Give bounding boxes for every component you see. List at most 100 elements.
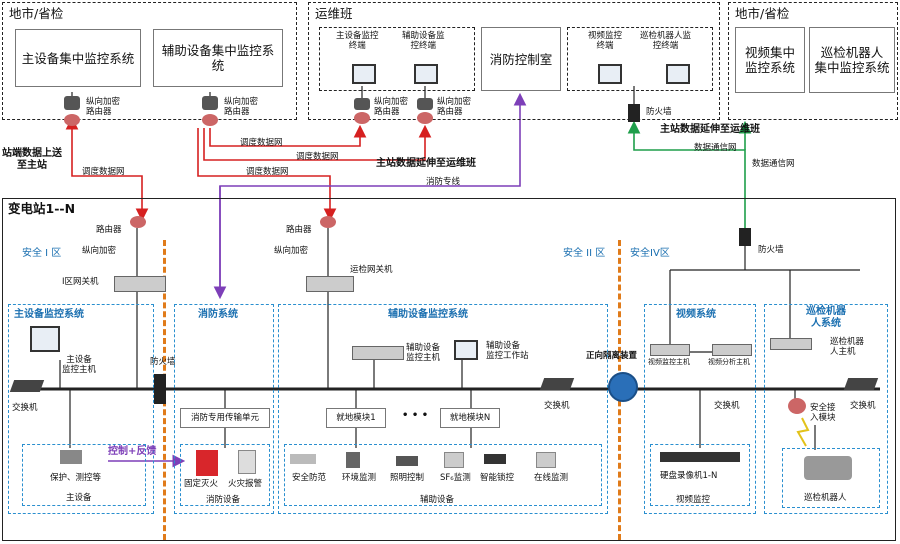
- dispatch-net-label-2: 调度数据网: [240, 138, 283, 148]
- aux-item-environment: 环境监测: [342, 473, 377, 483]
- video-footer: 视频监控: [676, 495, 711, 505]
- access-module-icon: [788, 398, 806, 414]
- router-icon: [320, 216, 336, 228]
- router-icon: [64, 114, 80, 126]
- fire-control-room-box: 消防控制室: [481, 27, 561, 91]
- gw1-label: I区网关机: [62, 277, 99, 287]
- robot-system-box: [764, 304, 888, 514]
- router-icon: [202, 96, 218, 110]
- top-right-region: 地市/省检 视频集中 监控系统 巡检机器人 集中监控系统: [728, 2, 898, 120]
- upload-label: 站端数据上送 至主站: [2, 148, 62, 171]
- video-central-monitor-label: 视频集中 监控系统: [744, 45, 795, 75]
- fire-sys-title: 消防系统: [198, 309, 238, 320]
- computer-icon: [454, 340, 478, 360]
- nvr-label: 硬盘录像机1-N: [660, 471, 718, 481]
- video-host2-label: 视频分析主机: [708, 358, 750, 366]
- fire-transfer-unit-label: 消防专用传输单元: [190, 412, 259, 423]
- video-terminals-box: [567, 27, 713, 91]
- aux-item-lighting: 照明控制: [390, 473, 425, 483]
- local-module-1: 就地模块1: [326, 408, 386, 428]
- fire-footer: 消防设备: [206, 495, 241, 505]
- fire-system-box: [174, 304, 274, 514]
- top-left-router2-label: 纵向加密 路由器: [224, 97, 259, 117]
- top-mid-region: 运维班 消防控制室: [308, 2, 720, 120]
- computer-icon: [414, 64, 438, 84]
- extend-ops-label-1: 主站数据延伸至运维班: [376, 158, 476, 169]
- video-sys-title: 视频系统: [676, 309, 716, 320]
- aux-station-label: 辅助设备 监控工作站: [486, 341, 529, 361]
- dispatch-net-label-3: 调度数据网: [296, 152, 339, 162]
- control-feedback-label: 控制+反馈: [108, 446, 157, 457]
- robot-sys-title: 巡检机器 人系统: [806, 306, 846, 329]
- aux-monitor-terminal-label: 辅助设备监 控终端: [402, 31, 445, 51]
- fire-alarm-label: 火灾报警: [228, 479, 263, 489]
- switch-icon: [539, 378, 575, 390]
- video-switch-label: 交换机: [714, 401, 740, 411]
- robot-box: [782, 448, 880, 508]
- aux-item-sf6: SF₆监测: [440, 473, 471, 483]
- video-central-monitor-box: 视频集中 监控系统: [735, 27, 805, 93]
- protect-label: 保护、测控等: [50, 473, 102, 483]
- robot-footer: 巡检机器人: [804, 493, 847, 503]
- server-icon: [650, 344, 690, 356]
- video-monitor-terminal-label: 视频监控 终端: [588, 31, 623, 51]
- dispatch-net-label-4: 调度数据网: [246, 167, 289, 177]
- isolation-label: 正向隔离装置: [586, 351, 638, 361]
- extinguisher-icon: [196, 450, 218, 476]
- video-host1-label: 视频监控主机: [648, 358, 690, 366]
- aux-item-online: 在线监测: [534, 473, 569, 483]
- top-left-region: 地市/省检 主设备集中监控系统 辅助设备集中监控系统: [2, 2, 297, 120]
- enc-a-label: 纵向加密: [82, 246, 117, 256]
- server-icon: [712, 344, 752, 356]
- ops-router2-label: 纵向加密 路由器: [437, 97, 472, 117]
- fire-ext-label: 固定灭火: [184, 479, 219, 489]
- nvr-box: [650, 444, 750, 506]
- firewall-mid-label: 防火墙: [150, 357, 176, 367]
- robot-icon: [804, 456, 852, 480]
- main-central-monitor-box: 主设备集中监控系统: [15, 29, 141, 87]
- ops-firewall-label: 防火墙: [646, 107, 672, 117]
- main-host-label: 主设备 监控主机: [62, 355, 97, 375]
- zone1-label: 安全 I 区: [22, 248, 62, 259]
- firewall-icon: [154, 374, 166, 404]
- robot-central-monitor-box: 巡检机器人 集中监控系统: [809, 27, 895, 93]
- firewall-icon: [739, 228, 751, 246]
- top-left-title: 地市/省检: [9, 6, 64, 21]
- security-device-icon: [290, 454, 316, 464]
- main-device-system-box: [8, 304, 154, 514]
- server-icon: [770, 338, 812, 350]
- aux-central-monitor-box: 辅助设备集中监控系统: [153, 29, 283, 87]
- computer-icon: [352, 64, 376, 84]
- environment-device-icon: [346, 452, 360, 468]
- alarm-icon: [238, 450, 256, 474]
- server-icon: [352, 346, 404, 360]
- video-system-box: [644, 304, 756, 514]
- access-module-label: 安全接 入模块: [810, 403, 836, 423]
- main-monitor-terminal-label: 主设备监控 终端: [336, 31, 379, 51]
- fire-transfer-unit: 消防专用传输单元: [180, 408, 270, 428]
- substation-title: 变电站1--N: [8, 201, 76, 216]
- fire-control-room-label: 消防控制室: [489, 51, 553, 67]
- gw2-label: 运检网关机: [350, 265, 393, 275]
- ops-terminals-box: [319, 27, 475, 91]
- aux-sys-title: 辅助设备监控系统: [388, 309, 468, 320]
- protect-box: [22, 444, 146, 506]
- main-central-monitor-label: 主设备集中监控系统: [21, 50, 135, 66]
- aux-device-box: [284, 444, 602, 506]
- router-a-label: 路由器: [96, 225, 122, 235]
- sf6-device-icon: [444, 452, 464, 468]
- local-module-n-label: 就地模块N: [449, 412, 491, 423]
- fire-device-box: [180, 444, 270, 506]
- device-icon: [60, 450, 82, 464]
- nvr-icon: [660, 452, 740, 462]
- local-module-n: 就地模块N: [440, 408, 500, 428]
- main-sys-title: 主设备监控系统: [14, 309, 84, 320]
- aux-host-label: 辅助设备 监控主机: [406, 343, 441, 363]
- robot-switch-label: 交换机: [850, 401, 876, 411]
- aux-central-monitor-label: 辅助设备集中监控系统: [161, 43, 275, 73]
- lock-device-icon: [484, 454, 506, 464]
- lighting-device-icon: [396, 456, 418, 466]
- fire-line-label: 消防专线: [426, 177, 461, 187]
- firewall-icon: [628, 104, 640, 122]
- aux-footer: 辅助设备: [420, 495, 455, 505]
